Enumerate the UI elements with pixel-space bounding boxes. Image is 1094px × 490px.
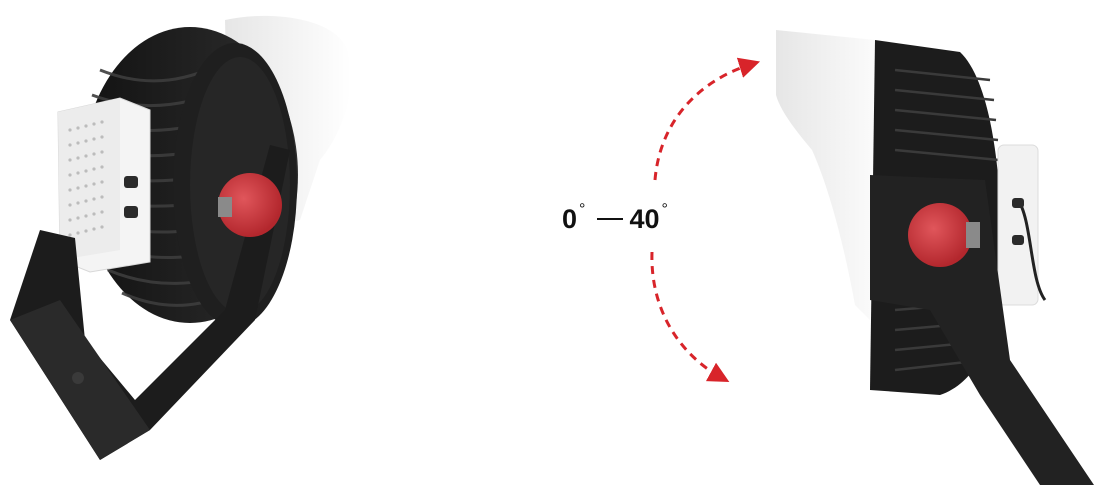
- angle-max-value: 40: [629, 203, 660, 234]
- tilt-range-arrow-icon: [650, 57, 761, 383]
- floodlight-three-quarter-view-icon: [10, 15, 351, 460]
- floodlight-side-view-icon: [776, 30, 1094, 485]
- angle-max-degree-symbol: °: [661, 201, 668, 218]
- angle-min-degree-symbol: °: [579, 201, 586, 218]
- angle-range-dash: [597, 218, 624, 220]
- angle-min-value: 0: [562, 203, 578, 234]
- tilt-angle-label: 0 ° 40 °: [562, 196, 702, 242]
